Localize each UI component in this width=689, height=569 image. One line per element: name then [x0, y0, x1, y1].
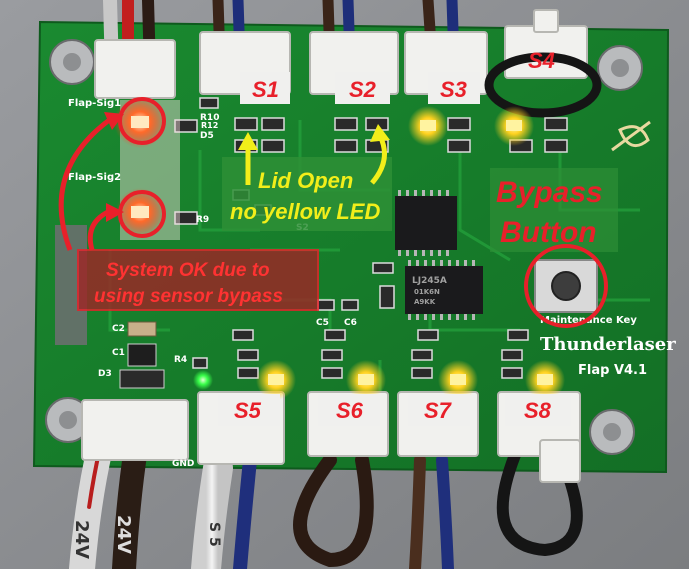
system-ok-annotation: System OK due to using sensor bypass	[58, 97, 319, 311]
chip-marking: LJ245A	[412, 276, 447, 286]
ic-chips: LJ245A 01K6N A9KK	[395, 190, 483, 320]
wire-label-s5: S 5	[206, 522, 222, 547]
sensor-labels: S1 S2 S3 S4 S5 S6 S7 S8	[218, 48, 571, 426]
silk-r4: R4	[174, 355, 187, 365]
lid-open-line-2: no yellow LED	[230, 199, 380, 224]
bypass-line-2: Button	[500, 216, 597, 249]
lid-open-line-1: Lid Open	[258, 168, 353, 193]
silk-c6: C6	[344, 318, 357, 328]
sensor-label-s2: S2	[349, 77, 377, 102]
chip-marking-3: A9KK	[414, 298, 436, 306]
lid-open-annotation: Lid Open no yellow LED	[222, 124, 392, 231]
silk-c5: C5	[316, 318, 329, 328]
sensor-label-s3: S3	[440, 77, 467, 102]
mounting-holes	[45, 39, 643, 455]
sensor-label-s1: S1	[252, 77, 279, 102]
status-leds	[114, 96, 565, 400]
silk-r9: R9	[196, 215, 209, 225]
silk-flap-sig2: Flap-Sig2	[68, 172, 121, 183]
wire-label-24v-left: 24V	[71, 520, 92, 559]
silk-d5: D5	[200, 131, 214, 141]
sensor-label-s6: S6	[336, 398, 364, 423]
sensor-label-s4: S4	[528, 48, 555, 73]
sensor-label-s8: S8	[524, 398, 552, 423]
silk-d3: D3	[98, 369, 112, 379]
bypass-tactile-button	[534, 259, 598, 313]
thunderlaser-logo	[611, 120, 651, 152]
board-version: Flap V4.1	[578, 363, 647, 378]
silk-r10: R10	[200, 113, 219, 123]
silk-r12: R12	[201, 121, 218, 130]
sensor-label-s7: S7	[424, 398, 453, 423]
bypass-annotation: Bypass Button	[490, 168, 618, 328]
bypass-line-1: Bypass	[496, 176, 603, 209]
brand-name: Thunderlaser	[540, 334, 676, 355]
silk-c1: C1	[112, 348, 125, 358]
silk-c2: C2	[112, 324, 125, 334]
system-ok-line-2: using sensor bypass	[94, 286, 283, 307]
silk-gnd: GND	[172, 459, 194, 469]
s4-loop-wire	[484, 52, 602, 118]
wire-label-24v-right: 24V	[113, 515, 134, 554]
sensor-label-s5: S5	[234, 398, 262, 423]
chip-marking-2: 01K6N	[414, 288, 440, 296]
top-connectors	[94, 9, 588, 99]
system-ok-line-1: System OK due to	[106, 260, 270, 281]
silk-flap-sig1: Flap-Sig1	[68, 98, 121, 109]
